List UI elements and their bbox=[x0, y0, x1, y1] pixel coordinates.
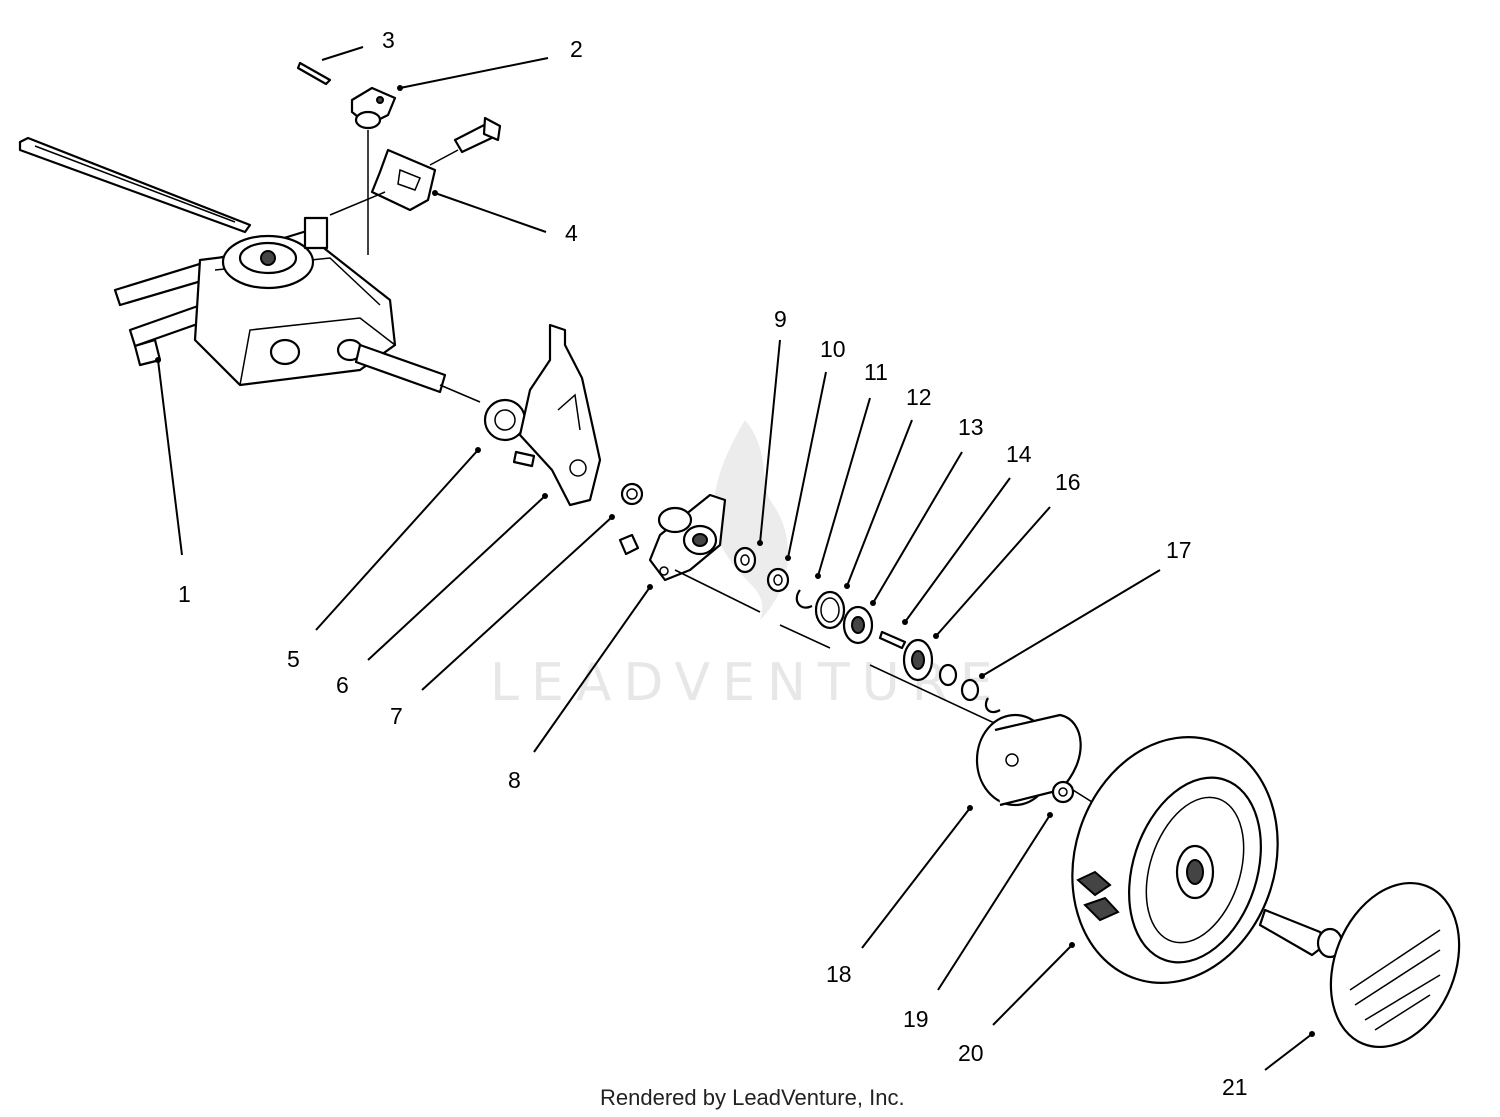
callout-20: 20 bbox=[958, 1040, 984, 1066]
callout-8: 8 bbox=[508, 767, 521, 793]
part-12-ring bbox=[814, 590, 846, 630]
part-7-ring bbox=[620, 482, 644, 506]
callout-5: 5 bbox=[287, 646, 300, 672]
watermark-flame-icon bbox=[713, 420, 789, 620]
part-14-pin bbox=[878, 630, 907, 650]
callout-6: 6 bbox=[336, 672, 349, 698]
part-3-pin bbox=[296, 61, 332, 86]
part-10-washer bbox=[766, 567, 790, 593]
part-13-bearing bbox=[842, 605, 874, 645]
part-4-bracket bbox=[329, 116, 502, 216]
part-1-transmission-assembly bbox=[18, 136, 481, 403]
part-2-knob bbox=[350, 86, 397, 255]
callout-7: 7 bbox=[390, 703, 403, 729]
callout-2: 2 bbox=[570, 36, 583, 62]
callout-17: 17 bbox=[1166, 537, 1192, 563]
part-6-plate bbox=[512, 323, 602, 507]
callout-13: 13 bbox=[958, 414, 984, 440]
part-16-gear bbox=[902, 638, 934, 682]
part-5-spacer bbox=[483, 398, 527, 442]
part-19-washer bbox=[1051, 780, 1075, 804]
leader-lines bbox=[155, 46, 1315, 1071]
callout-3: 3 bbox=[382, 27, 395, 53]
part-8-housing bbox=[618, 493, 727, 582]
callout-labels: 1 2 3 4 5 6 7 8 9 10 11 12 13 14 16 17 1… bbox=[178, 27, 1248, 1100]
callout-18: 18 bbox=[826, 961, 852, 987]
callout-16: 16 bbox=[1055, 469, 1081, 495]
callout-21: 21 bbox=[1222, 1074, 1248, 1100]
callout-4: 4 bbox=[565, 220, 578, 246]
callout-1: 1 bbox=[178, 581, 191, 607]
callout-11: 11 bbox=[864, 359, 888, 385]
callout-19: 19 bbox=[903, 1006, 929, 1032]
part-9-washer bbox=[733, 546, 757, 574]
part-11-clip bbox=[795, 589, 813, 609]
callout-9: 9 bbox=[774, 306, 787, 332]
callout-10: 10 bbox=[820, 336, 846, 362]
part-17-washers bbox=[938, 663, 1001, 714]
part-18-cup bbox=[975, 713, 1082, 807]
credit-text: Rendered by LeadVenture, Inc. bbox=[600, 1085, 905, 1110]
part-21-hubcap bbox=[1258, 881, 1461, 1049]
callout-12: 12 bbox=[906, 384, 932, 410]
callout-14: 14 bbox=[1006, 441, 1032, 467]
part-20-wheel bbox=[1071, 736, 1279, 984]
